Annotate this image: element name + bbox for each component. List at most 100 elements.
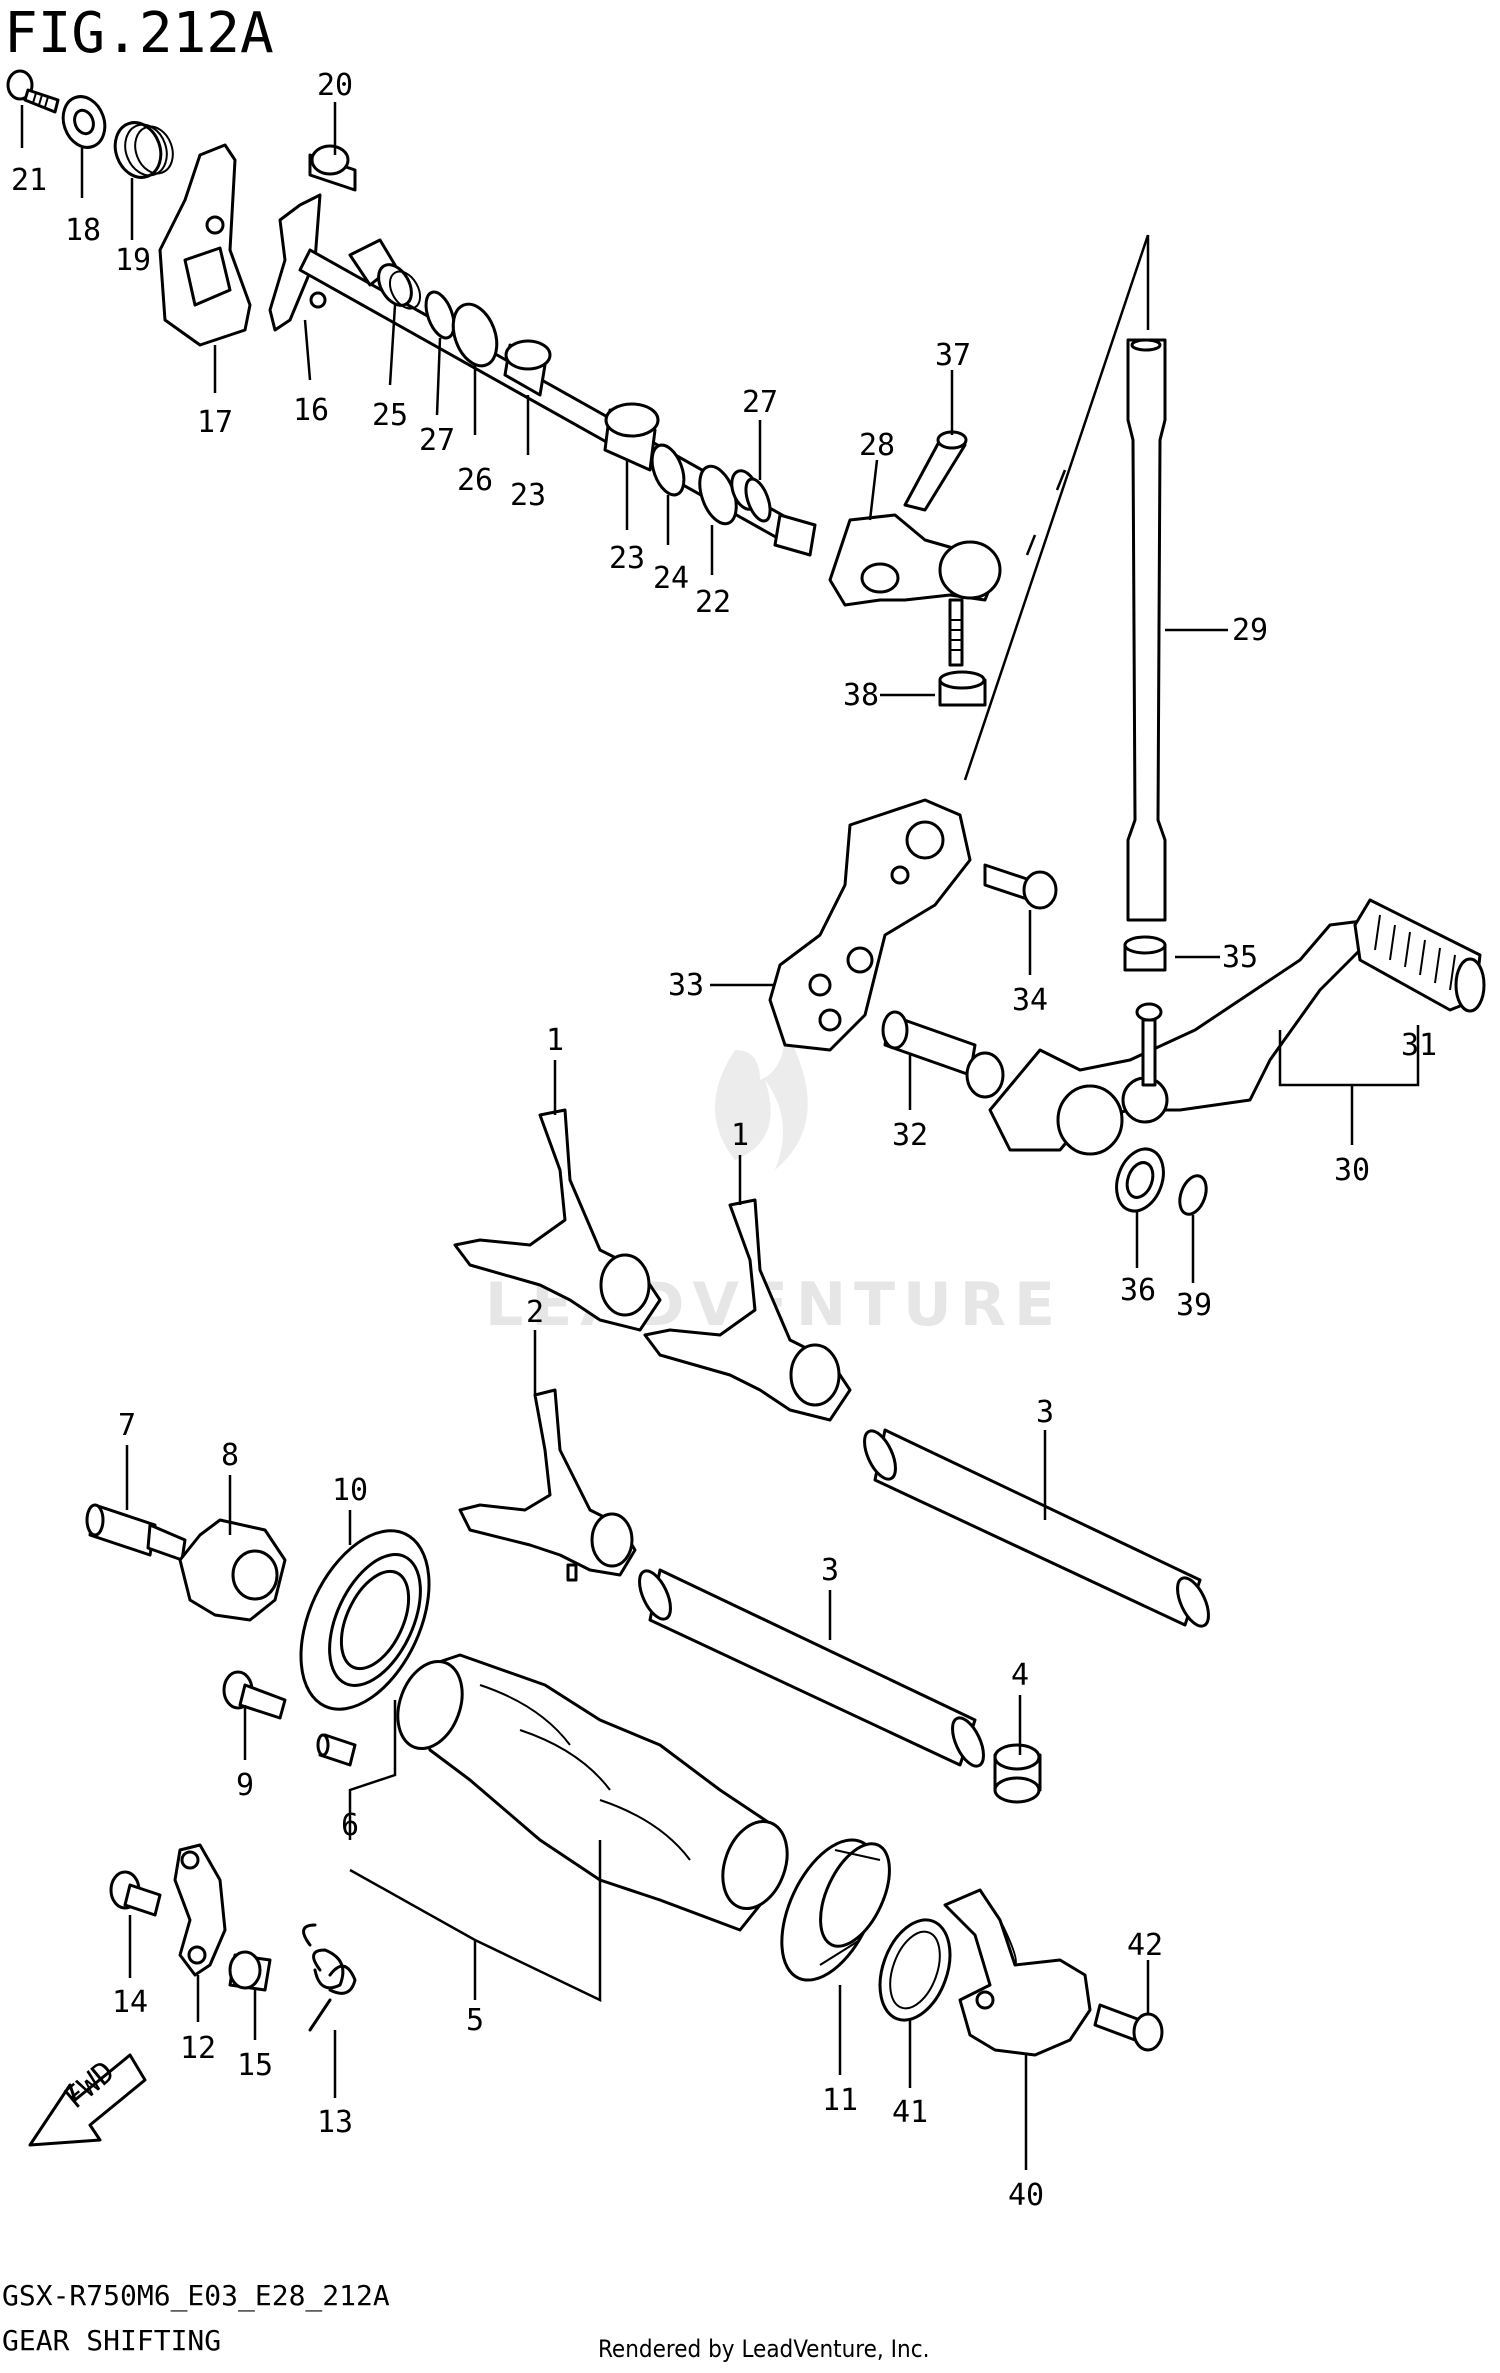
- part-3-fork-shaft-b: [638, 1568, 985, 1768]
- part-1-shift-fork-a: [453, 1108, 662, 1332]
- part-25-spring: [377, 263, 422, 310]
- callout-38: 38: [843, 678, 879, 713]
- callout-4: 4: [1011, 1658, 1029, 1693]
- part-29-shift-rod: [1126, 338, 1167, 922]
- part-11-bearing: [780, 1838, 891, 1982]
- part-24-seal: [650, 443, 686, 497]
- callout-39: 39: [1176, 1288, 1212, 1323]
- callout-15: 15: [237, 2048, 273, 2083]
- part-28-link-arm: [828, 513, 1002, 607]
- part-1-shift-fork-b: [643, 1198, 852, 1422]
- part-21-screw: [6, 69, 60, 114]
- part-7-pin: [85, 1503, 187, 1562]
- callout-2: 2: [526, 1295, 544, 1330]
- part-2-shift-fork-c: [458, 1388, 637, 1582]
- leader-lines: [20, 102, 1420, 2170]
- callout-13: 13: [317, 2105, 353, 2140]
- callout-31: 31: [1401, 1028, 1437, 1063]
- part-31-footpeg: [1353, 898, 1486, 1013]
- part-15-bushing: [228, 1950, 272, 1992]
- callout-27-a: 27: [419, 423, 455, 458]
- section-name: GEAR SHIFTING: [2, 2324, 221, 2357]
- callout-36: 36: [1120, 1273, 1156, 1308]
- callout-32: 32: [892, 1118, 928, 1153]
- callout-34: 34: [1012, 983, 1048, 1018]
- callout-23-a: 23: [510, 478, 546, 513]
- callout-19: 19: [115, 243, 151, 278]
- part-30-shift-lever: [988, 918, 1372, 1156]
- part-3-fork-shaft-a: [863, 1428, 1210, 1628]
- callout-1-a: 1: [546, 1023, 564, 1058]
- part-23-bushing-b: [603, 402, 660, 472]
- callout-28: 28: [859, 428, 895, 463]
- connector-lines-upper: [963, 234, 1150, 781]
- part-36-washer: [1115, 1147, 1165, 1213]
- part-16-shift-arm: [268, 193, 327, 332]
- callout-5: 5: [466, 2003, 484, 2038]
- part-10-bearing: [299, 1529, 431, 1711]
- part-37-bolt: [903, 430, 968, 512]
- tie-rod-stud: [948, 598, 964, 667]
- part-12-stopper-arm: [173, 1843, 227, 1977]
- callout-labels: 21 18 19 20 17 16 25 27 26 23 23 24 22 2…: [11, 68, 1437, 2213]
- part-9-bolt: [222, 1670, 287, 1720]
- rendered-by: Rendered by LeadVenture, Inc.: [598, 2335, 929, 2363]
- callout-42: 42: [1127, 1928, 1163, 1963]
- callout-25: 25: [372, 398, 408, 433]
- callout-40: 40: [1008, 2178, 1044, 2213]
- part-35-nut: [1123, 935, 1167, 972]
- callout-11: 11: [822, 2083, 858, 2118]
- callout-33: 33: [668, 968, 704, 1003]
- callout-23-b: 23: [609, 541, 645, 576]
- model-code: GSX-R750M6_E03_E28_212A: [2, 2279, 390, 2313]
- part-32-stud: [881, 1010, 1005, 1099]
- part-42-bolt: [1093, 2003, 1164, 2052]
- callout-10: 10: [332, 1473, 368, 1508]
- part-5-shift-drum: [396, 1653, 789, 1932]
- callout-41: 41: [892, 2095, 928, 2130]
- part-41-o-ring: [878, 1918, 952, 2022]
- part-20-bolt: [308, 144, 357, 192]
- callout-35: 35: [1222, 940, 1258, 975]
- part-26-washer: [451, 302, 499, 368]
- part-40-position-sensor: [943, 1888, 1092, 2057]
- part-8-stopper-cam: [178, 1518, 287, 1622]
- callout-3-b: 3: [821, 1553, 839, 1588]
- callout-22: 22: [695, 585, 731, 620]
- part-34-bolt: [983, 863, 1058, 910]
- part-27-circlip-b: [744, 477, 772, 523]
- callout-9: 9: [236, 1768, 254, 1803]
- part-4-cap: [993, 1743, 1042, 1804]
- callout-16: 16: [293, 393, 329, 428]
- callout-29: 29: [1232, 613, 1268, 648]
- figure-title: FIG.212A: [4, 1, 274, 66]
- part-38-nut: [938, 670, 987, 707]
- part-17-plate: [158, 143, 252, 347]
- callout-17: 17: [197, 405, 233, 440]
- part-19-spring: [113, 121, 174, 179]
- part-14-bolt: [109, 1870, 162, 1917]
- callout-27-b: 27: [742, 385, 778, 420]
- part-6-pin: [316, 1733, 357, 1767]
- part-23-bushing-a: [503, 339, 552, 397]
- callout-24: 24: [653, 561, 689, 596]
- callout-37: 37: [935, 338, 971, 373]
- callout-26: 26: [457, 463, 493, 498]
- shaft-spline-end: [773, 513, 817, 557]
- callout-7: 7: [118, 1408, 136, 1443]
- fwd-arrow-icon: FWD: [28, 2053, 147, 2147]
- callout-30: 30: [1334, 1153, 1370, 1188]
- callout-8: 8: [221, 1438, 239, 1473]
- callout-1-b: 1: [731, 1118, 749, 1153]
- callout-21: 21: [11, 163, 47, 198]
- part-39-circlip: [1178, 1174, 1208, 1216]
- part-18-washer: [61, 95, 107, 149]
- part-33-bracket: [768, 798, 972, 1052]
- part-27-circlip-a: [424, 290, 456, 340]
- callout-12: 12: [180, 2031, 216, 2066]
- callout-6: 6: [341, 1808, 359, 1843]
- callout-18: 18: [65, 213, 101, 248]
- callout-20: 20: [317, 68, 353, 103]
- part-13-spring: [302, 1923, 357, 2032]
